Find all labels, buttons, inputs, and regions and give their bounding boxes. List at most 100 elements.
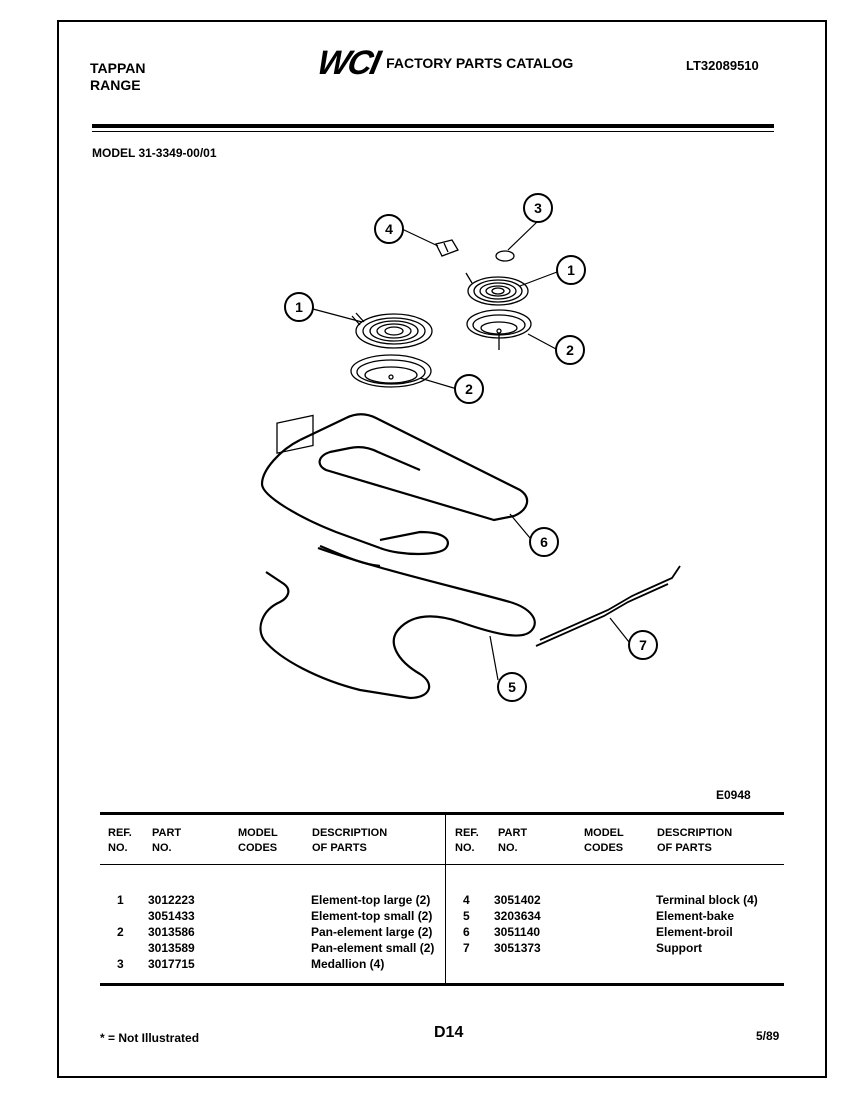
catalog-title: FACTORY PARTS CATALOG xyxy=(386,55,574,71)
row-right-ref: 4 5 6 7 xyxy=(463,892,470,956)
header-ref-right-line2: NO. xyxy=(455,842,475,854)
header-part-left: PART NO. xyxy=(152,826,181,856)
table-cell: Pan-element large (2) xyxy=(311,925,433,939)
callout-2b: 2 xyxy=(566,342,574,358)
row-right-desc: Terminal block (4) Element-bake Element-… xyxy=(656,892,758,956)
table-cell: Element-bake xyxy=(656,909,735,923)
header-part-left-line1: PART xyxy=(152,827,182,839)
table-cell: Medallion (4) xyxy=(311,957,385,971)
table-rule-top xyxy=(100,812,784,815)
header-desc-right-line2: OF PARTS xyxy=(657,842,712,854)
surface-element-small xyxy=(465,272,529,306)
header-ref-left-line1: REF. xyxy=(108,827,132,839)
callout-circle-5 xyxy=(497,672,527,702)
header-desc-right: DESCRIPTION OF PARTS xyxy=(657,826,732,856)
surface-element-large xyxy=(351,312,433,349)
header-part-right-line1: PART xyxy=(498,827,528,839)
table-cell: 3051140 xyxy=(494,925,541,939)
header-part-right: PART NO. xyxy=(498,826,527,856)
table-cell: Support xyxy=(656,941,702,955)
header-rule-thick xyxy=(92,124,774,128)
drip-pan-small xyxy=(466,309,532,350)
not-illustrated-note: * = Not Illustrated xyxy=(100,1031,200,1045)
table-cell: 3013589 xyxy=(148,941,195,955)
header-codes-left-line1: MODEL xyxy=(238,827,278,839)
callout-circle-2b xyxy=(555,335,585,365)
row-right-part: 3051402 3203634 3051140 3051373 xyxy=(494,892,541,956)
page-frame xyxy=(57,20,827,1078)
table-rule-bottom xyxy=(100,983,784,986)
table-cell xyxy=(117,940,124,956)
table-cell: 1 xyxy=(117,893,124,907)
broil-element xyxy=(260,413,529,568)
broil-terminal-plate xyxy=(276,414,314,454)
catalog-number: LT32089510 xyxy=(686,58,759,73)
table-cell: 3051373 xyxy=(494,941,541,955)
callout-circle-1a xyxy=(284,292,314,322)
callout-3: 3 xyxy=(534,200,542,216)
table-cell: Element-top large (2) xyxy=(311,893,431,907)
callout-circle-1b xyxy=(556,255,586,285)
callout-6: 6 xyxy=(540,534,548,550)
table-cell: 3013586 xyxy=(148,925,195,939)
table-cell: 7 xyxy=(463,941,470,955)
brand-line2: RANGE xyxy=(90,77,141,93)
callout-circle-2a xyxy=(454,374,484,404)
table-cell: 3203634 xyxy=(494,909,541,923)
header-ref-left: REF. NO. xyxy=(108,826,132,856)
figure-code: E0948 xyxy=(716,788,751,802)
header-desc-left-line1: DESCRIPTION xyxy=(312,827,388,839)
table-cell: 4 xyxy=(463,893,470,907)
header-desc-right-line1: DESCRIPTION xyxy=(657,827,733,839)
callout-circle-3 xyxy=(523,193,553,223)
print-date: 5/89 xyxy=(756,1029,780,1043)
table-cell: 6 xyxy=(463,925,470,939)
row-left-part: 3012223 3051433 3013586 3013589 3017715 xyxy=(148,892,195,972)
bake-element xyxy=(259,546,536,700)
table-cell: 3051402 xyxy=(494,893,541,907)
callout-4: 4 xyxy=(385,221,393,237)
header-ref-right-line1: REF. xyxy=(455,827,479,839)
header-codes-right-line1: MODEL xyxy=(584,827,624,839)
terminal-block xyxy=(435,239,459,257)
header-ref-right: REF. NO. xyxy=(455,826,479,856)
table-divider xyxy=(445,815,446,983)
callout-circle-4 xyxy=(374,214,404,244)
header-rule-thin xyxy=(92,131,774,132)
header-part-right-line2: NO. xyxy=(498,842,518,854)
header-codes-left: MODEL CODES xyxy=(238,826,278,856)
table-cell: 3051433 xyxy=(148,909,195,923)
callout-7: 7 xyxy=(639,637,647,653)
table-cell: 3017715 xyxy=(148,957,195,971)
callout-5: 5 xyxy=(508,679,516,695)
catalog-header: WCI FACTORY PARTS CATALOG xyxy=(314,44,574,82)
callout-2a: 2 xyxy=(465,381,473,397)
callout-circle-6 xyxy=(529,527,559,557)
table-cell: Element-broil xyxy=(656,925,733,939)
header-part-left-line2: NO. xyxy=(152,842,172,854)
header-codes-left-line2: CODES xyxy=(238,842,278,854)
medallion xyxy=(495,250,515,262)
table-cell: Element-top small (2) xyxy=(311,909,433,923)
header-codes-right: MODEL CODES xyxy=(584,826,624,856)
model-number: MODEL 31-3349-00/01 xyxy=(92,146,217,160)
table-cell: Pan-element small (2) xyxy=(311,941,435,955)
header-codes-right-line2: CODES xyxy=(584,842,624,854)
table-rule-header xyxy=(100,864,784,865)
row-left-ref: 1 2 3 xyxy=(117,892,124,972)
callout-1b: 1 xyxy=(567,262,575,278)
header-ref-left-line2: NO. xyxy=(108,842,128,854)
table-cell xyxy=(117,908,124,924)
table-cell: Terminal block (4) xyxy=(656,893,758,907)
drip-pan-large xyxy=(350,354,432,388)
callout-circle-7 xyxy=(628,630,658,660)
callout-1a: 1 xyxy=(295,299,303,315)
table-cell: 2 xyxy=(117,925,124,939)
header-desc-left: DESCRIPTION OF PARTS xyxy=(312,826,387,856)
page-number: D14 xyxy=(434,1024,464,1041)
row-left-desc: Element-top large (2) Element-top small … xyxy=(311,892,434,972)
table-cell: 3 xyxy=(117,957,124,971)
support-bracket xyxy=(535,565,681,647)
table-cell: 3012223 xyxy=(148,893,195,907)
